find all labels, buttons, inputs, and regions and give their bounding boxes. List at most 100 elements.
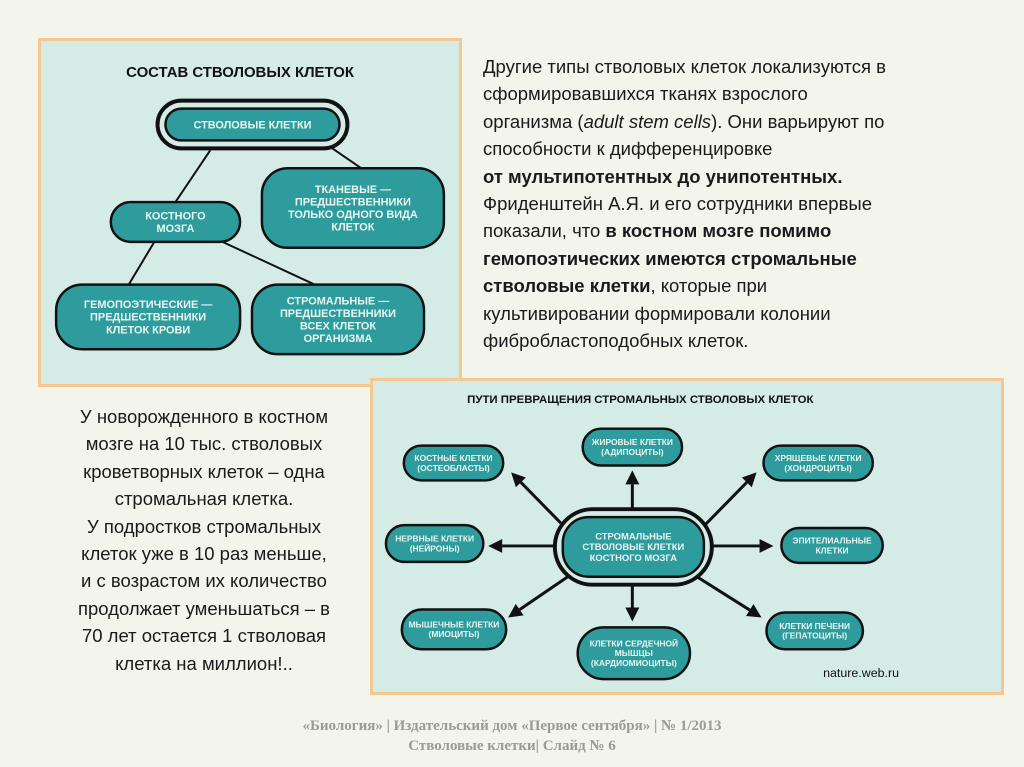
intro-line: сформировавшихся тканях взрослого <box>483 80 1003 107</box>
node-nerve-cells: НЕРВНЫЕ КЛЕТКИ(НЕЙРОНЫ) <box>384 523 485 564</box>
node-tissue-label: ТКАНЕВЫЕ — <box>315 184 391 196</box>
node-stromal-label: ПРЕДШЕСТВЕННИКИ <box>280 308 396 320</box>
diagram2-title: ПУТИ ПРЕВРАЩЕНИЯ СТРОМАЛЬНЫХ СТВОЛОВЫХ К… <box>467 394 813 406</box>
node-bone-cells-label: (ОСТЕОБЛАСТЫ) <box>417 463 490 473</box>
node-cartilage-cells-label: ХРЯЩЕВЫЕ КЛЕТКИ <box>775 453 862 463</box>
newborn-line: кроветворных клеток – одна <box>83 460 325 482</box>
text-segment: стволовые клетки <box>483 275 651 297</box>
connector-line <box>217 238 316 286</box>
intro-line: фибробластоподобных клеток. <box>483 327 1003 354</box>
node-stem-cells-label: СТВОЛОВЫЕ КЛЕТКИ <box>193 119 311 131</box>
intro-line: Фриденштейн А.Я. и его сотрудники впервы… <box>483 190 1003 217</box>
node-tissue-label: ТОЛЬКО ОДНОГО ВИДА <box>288 209 418 221</box>
text-segment: adult stem cells <box>583 110 712 132</box>
newborn-line: и с возрастом их количество <box>81 570 327 592</box>
text-segment: фибробластоподобных клеток. <box>483 330 749 352</box>
arrow <box>511 472 562 525</box>
newborn-line: клетка на миллион!.. <box>115 652 293 674</box>
node-fat-cells-label: ЖИРОВЫЕ КЛЕТКИ <box>591 437 673 447</box>
node-muscle-cells: МЫШЕЧНЫЕ КЛЕТКИ(МИОЦИТЫ) <box>400 608 508 651</box>
node-stromal-center-label: СТРОМАЛЬНЫЕ <box>595 530 671 541</box>
arrow <box>696 575 762 618</box>
node-epithelial-cells-label: ЭПИТЕЛИАЛЬНЫЕ <box>793 536 872 546</box>
text-segment: Другие типы стволовых клеток локализуютс… <box>483 56 886 77</box>
text-segment: от мультипотентных до унипотентных. <box>483 165 843 187</box>
text-segment: способности к дифференцировке <box>483 138 773 160</box>
intro-line: гемопоэтических имеются стромальные <box>483 245 1003 272</box>
node-bone-marrow-label: МОЗГА <box>157 223 195 235</box>
node-fat-cells: ЖИРОВЫЕ КЛЕТКИ(АДИПОЦИТЫ) <box>581 427 684 467</box>
node-cardiac-cells-label: (КАРДИОМИОЦИТЫ) <box>591 658 677 668</box>
text-segment: сформировавшихся тканях взрослого <box>483 83 808 105</box>
node-tissue-label: КЛЕТОК <box>331 222 375 234</box>
node-liver-cells: КЛЕТКИ ПЕЧЕНИ(ГЕПАТОЦИТЫ) <box>765 611 865 651</box>
node-stromal-label: ОРГАНИЗМА <box>304 333 373 345</box>
node-cardiac-cells-label: МЫШЦЫ <box>615 648 653 658</box>
footer-publication: «Биология» | Издательский дом «Первое се… <box>302 718 722 734</box>
text-segment: в костном мозге помимо <box>605 220 832 242</box>
node-stromal-center-label: СТВОЛОВЫЕ КЛЕТКИ <box>582 541 684 552</box>
source-label: nature.web.ru <box>823 666 899 680</box>
newborn-line: У подростков стромальных <box>87 515 321 537</box>
node-muscle-cells-label: (МИОЦИТЫ) <box>429 629 480 639</box>
node-hematopoietic-label: ГЕМОПОЭТИЧЕСКИЕ — <box>84 299 212 311</box>
intro-line: Другие типы стволовых клеток локализуютс… <box>483 53 1003 80</box>
node-stem-cells: СТВОЛОВЫЕ КЛЕТКИ <box>155 98 350 151</box>
stem-cell-composition-diagram: СОСТАВ СТВОЛОВЫХ КЛЕТОК СТВОЛОВЫЕ КЛЕТКИ К… <box>38 38 462 387</box>
connector-line <box>328 145 362 170</box>
text-segment: Фриденштейн А.Я. и его сотрудники впервы… <box>483 193 873 215</box>
arrow <box>708 538 774 553</box>
node-bone-cells: КОСТНЫЕ КЛЕТКИ(ОСТЕОБЛАСТЫ) <box>402 444 505 482</box>
node-muscle-cells-label: МЫШЕЧНЫЕ КЛЕТКИ <box>409 620 500 630</box>
text-segment: , которые при <box>650 275 768 297</box>
text-segment: ). Они варьируют по <box>711 110 885 132</box>
node-nerve-cells-label: НЕРВНЫЕ КЛЕТКИ <box>395 534 474 544</box>
node-cartilage-cells-label: (ХОНДРОЦИТЫ) <box>784 463 852 473</box>
slide-footer: «Биология» | Издательский дом «Первое се… <box>0 716 1024 756</box>
diagram1-title: СОСТАВ СТВОЛОВЫХ КЛЕТОК <box>126 65 355 81</box>
node-bone-marrow-label: КОСТНОГО <box>145 210 206 222</box>
node-liver-cells-label: КЛЕТКИ ПЕЧЕНИ <box>779 621 850 631</box>
newborn-line: клеток уже в 10 раз меньше, <box>81 543 327 565</box>
node-cardiac-cells-label: КЛЕТКИ СЕРДЕЧНОЙ <box>590 637 679 648</box>
intro-text: Другие типы стволовых клеток локализуютс… <box>483 53 1003 354</box>
newborn-line: 70 лет остается 1 стволовая <box>81 625 327 647</box>
footer-slide-number: Стволовые клетки| Слайд № 6 <box>408 738 616 754</box>
text-segment: гемопоэтических имеются стромальные <box>483 247 857 269</box>
node-cartilage-cells: ХРЯЩЕВЫЕ КЛЕТКИ(ХОНДРОЦИТЫ) <box>762 444 875 482</box>
node-hematopoietic-label: ПРЕДШЕСТВЕННИКИ <box>90 312 206 324</box>
newborn-line: стромальная клетка. <box>114 488 294 510</box>
newborn-line: продолжает уменьшаться – в <box>77 597 331 619</box>
node-stromal-label: ВСЕХ КЛЕТОК <box>300 320 376 332</box>
text-segment: культивировании формировали колонии <box>483 302 831 324</box>
node-stromal-center-label: КОСТНОГО МОЗГА <box>590 552 678 563</box>
arrow <box>625 581 640 622</box>
arrow <box>625 470 640 511</box>
node-bone-cells-label: КОСТНЫЕ КЛЕТКИ <box>414 453 492 463</box>
arrow <box>703 472 757 527</box>
text-segment: показали, что <box>483 220 606 242</box>
intro-line: способности к дифференцировке <box>483 135 1003 162</box>
newborn-line: мозге на 10 тыс. стволовых <box>85 433 323 455</box>
node-stromal-label: СТРОМАЛЬНЫЕ — <box>287 295 389 307</box>
intro-line: культивировании формировали колонии <box>483 300 1003 327</box>
connector-line <box>127 239 157 286</box>
node-hematopoietic-label: КЛЕТОК КРОВИ <box>106 324 190 336</box>
node-fat-cells-label: (АДИПОЦИТЫ) <box>601 447 664 457</box>
arrow <box>488 538 556 553</box>
intro-line: показали, что в костном мозге помимо <box>483 217 1003 244</box>
stromal-transformation-diagram: ПУТИ ПРЕВРАЩЕНИЯ СТРОМАЛЬНЫХ СТВОЛОВЫХ К… <box>370 378 1004 695</box>
text-segment: организма ( <box>483 110 584 132</box>
intro-line: организма (adult stem cells). Они варьир… <box>483 108 1003 135</box>
intro-line: стволовые клетки, которые при <box>483 272 1003 299</box>
node-tissue-label: ПРЕДШЕСТВЕННИКИ <box>295 197 411 209</box>
arrow <box>508 575 569 618</box>
node-nerve-cells-label: (НЕЙРОНЫ) <box>410 542 460 553</box>
